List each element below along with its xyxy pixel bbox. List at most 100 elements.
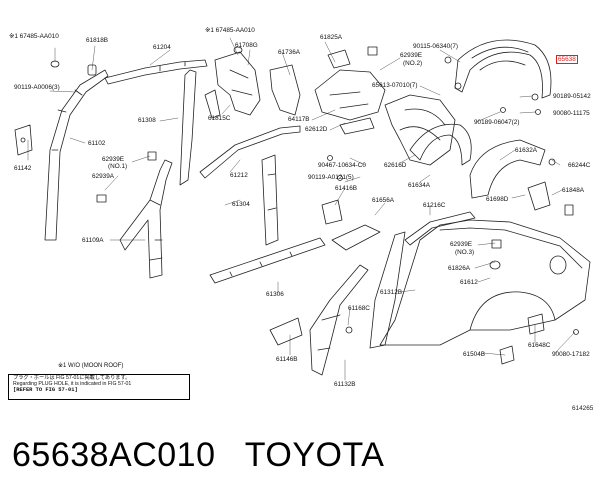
- label-61612: 61612: [460, 279, 478, 286]
- part-61815c-brace: [204, 89, 221, 119]
- label-61146b: 61146B: [276, 356, 298, 363]
- label-61818b: 61818B: [86, 37, 109, 44]
- part-61109a-center-pillar-outer: [119, 159, 173, 279]
- part-61312b-center-pillar-outer: [369, 231, 406, 349]
- label-61142: 61142: [14, 165, 32, 172]
- label-61825a: 61825A: [320, 34, 343, 41]
- label-65638-highlighted: 65638: [556, 55, 578, 64]
- label-61648c: 61648C: [528, 342, 551, 349]
- part-62612d-piece: [339, 117, 375, 135]
- part-90080-bolt-a: [535, 109, 541, 115]
- part-62939e-no3: [491, 239, 502, 249]
- part-61818b-clip: [87, 64, 97, 76]
- label-90119-a0006: 90119-A0006(3): [14, 84, 60, 91]
- label-61504b: 61504B: [463, 351, 486, 358]
- label-no1: (NO.1): [108, 163, 128, 170]
- label-90115-06340: 90115-06340(7): [413, 43, 459, 50]
- part-61656a-reinforce: [331, 224, 381, 251]
- part-65638-fender-liner: [454, 39, 552, 99]
- brand-name: TOYOTA: [244, 436, 385, 474]
- part-61612-quarter-panel: [379, 219, 591, 346]
- label-67485-aa010-left: ※1 67485-AA010: [9, 33, 59, 40]
- part-61848a-clip: [564, 204, 574, 216]
- part-61304-center-pillar-inner: [261, 154, 279, 246]
- part-61308-roof-side-inner: [179, 69, 197, 186]
- label-61308: 61308: [138, 117, 156, 124]
- plug-hole-reference-box: プラグ・ホールは FIG 57-01に掲載してあります。 Regarding P…: [8, 374, 190, 400]
- part-90115-clip: [444, 56, 452, 64]
- label-90080-11175: 90080-11175: [553, 110, 590, 117]
- label-90080-17182: 90080-17182: [552, 351, 590, 358]
- part-62939e-no2: [367, 46, 378, 56]
- part-61142-bracket: [14, 124, 33, 156]
- label-61632a: 61632A: [515, 147, 538, 154]
- label-61634a: 61634A: [408, 182, 431, 189]
- part-90119-bolt-mid: [337, 175, 343, 181]
- leader-lines: [27, 37, 576, 381]
- part-61648c-bracket: [527, 313, 545, 335]
- part-62939a: [96, 194, 107, 203]
- label-62939e-no2: 62939E: [400, 52, 423, 59]
- moon-roof-note: ※1 W/O (MOON ROOF): [58, 363, 124, 369]
- part-67485-plug-left: [50, 60, 60, 68]
- exploded-parts-diagram: [14, 37, 591, 381]
- label-90467-10634: 90467-10634-C0: [318, 162, 366, 169]
- label-61656a: 61656A: [372, 197, 395, 204]
- label-90189-06047: 90189-06047(2): [474, 119, 520, 126]
- label-90189-05142: 90189-05142: [553, 93, 591, 100]
- label-61815c: 61815C: [208, 115, 231, 122]
- part-61146b-bracket: [269, 317, 303, 346]
- part-90189-nut-a: [531, 93, 539, 101]
- part-66244c-cover: [548, 158, 556, 166]
- label-67485-aa010-top: ※1 67485-AA010: [205, 27, 255, 34]
- diagram-code: 614265: [572, 405, 594, 412]
- label-66244c: 66244C: [568, 162, 591, 169]
- label-62616d: 62616D: [384, 162, 407, 169]
- label-61109a: 61109A: [82, 237, 104, 244]
- part-64117b-panel: [314, 69, 386, 121]
- label-61212: 61212: [230, 172, 248, 179]
- part-61632a-quarter-extension: [469, 139, 546, 199]
- label-65613-07010: 65613-07010(7): [372, 82, 418, 89]
- part-90467-clip: [327, 155, 333, 161]
- note-line-japanese: プラグ・ホールは FIG 57-01に掲載してあります。: [13, 375, 131, 381]
- part-61736a-reinforcement: [269, 64, 301, 116]
- part-61826a-plug: [489, 260, 501, 270]
- label-61306: 61306: [266, 291, 284, 298]
- label-61826a: 61826A: [448, 265, 471, 272]
- label-no3: (NO.3): [455, 249, 475, 256]
- part-61416b-bracket: [321, 199, 343, 225]
- label-61312b: 61312B: [380, 289, 403, 296]
- label-64117b: 64117B: [288, 116, 310, 123]
- label-61736a: 61736A: [278, 49, 301, 56]
- part-61698d-bracket: [527, 181, 551, 211]
- note-line-english: Regarding PLUG HOLE, it is indicated in …: [13, 381, 132, 387]
- label-61304: 61304: [232, 201, 250, 208]
- part-61204-roof-rail: [104, 59, 208, 85]
- label-90119-a0121: 90119-A0121(5): [308, 174, 354, 181]
- part-62616d-wheelhouse-inner: [384, 94, 456, 166]
- part-61504b-clip: [499, 345, 515, 365]
- label-61848a: 61848A: [562, 187, 585, 194]
- part-number: 65638AC010: [12, 436, 216, 474]
- part-61216c-roof-rail-outer: [404, 211, 476, 246]
- note-line-reference: [REFER TO FIG 57-01]: [13, 387, 78, 393]
- label-61416b: 61416B: [335, 185, 358, 192]
- part-61102-front-pillar: [44, 69, 109, 241]
- label-62612d: 62612D: [305, 126, 328, 133]
- label-62939a: 62939A: [92, 173, 115, 180]
- label-62939e-no3: 62939E: [450, 241, 473, 248]
- part-61212-roof-side-rail: [199, 125, 301, 179]
- part-61825a-plate: [327, 49, 351, 69]
- label-61698d: 61698D: [486, 196, 509, 203]
- part-65613-clip: [454, 82, 462, 90]
- part-67485-plug-top: [233, 46, 243, 54]
- label-61216c: 61216C: [423, 202, 446, 209]
- label-61204: 61204: [153, 44, 171, 51]
- label-62939e-no1: 62939E: [102, 156, 125, 163]
- label-61102: 61102: [88, 140, 106, 147]
- part-90080-17182-bolt: [573, 329, 579, 335]
- label-no2: (NO.2): [403, 60, 423, 67]
- part-62939e-no1: [147, 151, 157, 161]
